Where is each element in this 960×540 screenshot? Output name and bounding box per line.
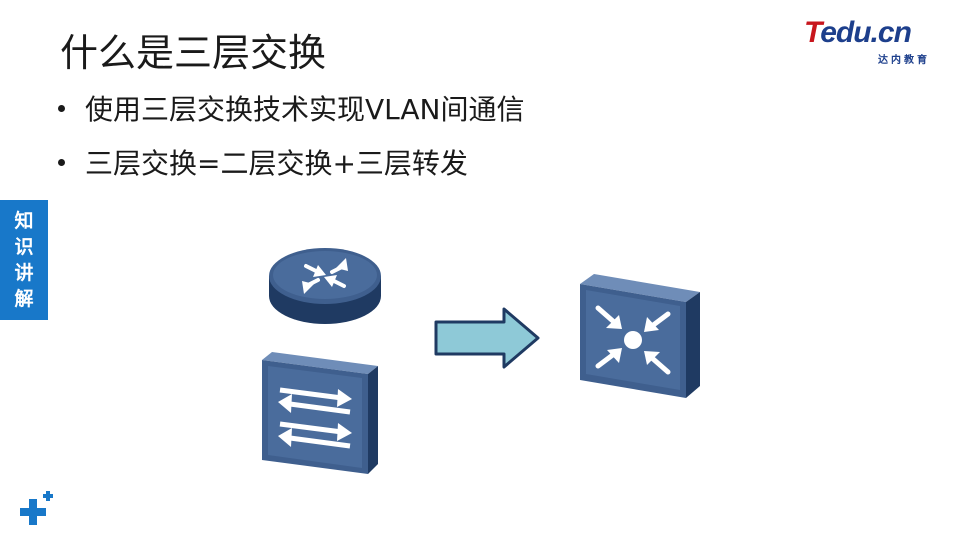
bullet-item: 三层交换=二层交换+三层转发 xyxy=(58,142,525,196)
bullet-item: 使用三层交换技术实现VLAN间通信 xyxy=(58,88,525,142)
plus-decoration-icon xyxy=(20,491,53,525)
logo-letter-t: T xyxy=(804,16,821,49)
bullet-dot-icon xyxy=(58,158,65,166)
layer2-switch-icon xyxy=(262,352,378,474)
logo-wordmark: Tedu.cn xyxy=(804,18,934,48)
section-tab-char: 识 xyxy=(14,236,34,258)
router-icon xyxy=(269,248,381,324)
transform-arrow-icon xyxy=(434,307,540,369)
bullet-text: 三层交换=二层交换+三层转发 xyxy=(85,147,468,180)
bullet-text: 使用三层交换技术实现VLAN间通信 xyxy=(85,93,525,126)
section-tab-char: 讲 xyxy=(14,262,34,284)
bullet-list: 使用三层交换技术实现VLAN间通信 三层交换=二层交换+三层转发 xyxy=(58,88,525,196)
slide-title: 什么是三层交换 xyxy=(60,31,327,75)
section-tab-char: 知 xyxy=(14,210,34,232)
section-tab: 知 识 讲 解 xyxy=(0,200,48,320)
layer3-switch-icon xyxy=(580,274,700,398)
tedu-logo: Tedu.cn 达内教育 xyxy=(804,18,934,68)
logo-domain: edu.cn xyxy=(820,16,912,49)
logo-subtitle: 达内教育 xyxy=(878,55,930,66)
section-tab-char: 解 xyxy=(14,288,34,310)
bullet-dot-icon xyxy=(58,104,65,112)
